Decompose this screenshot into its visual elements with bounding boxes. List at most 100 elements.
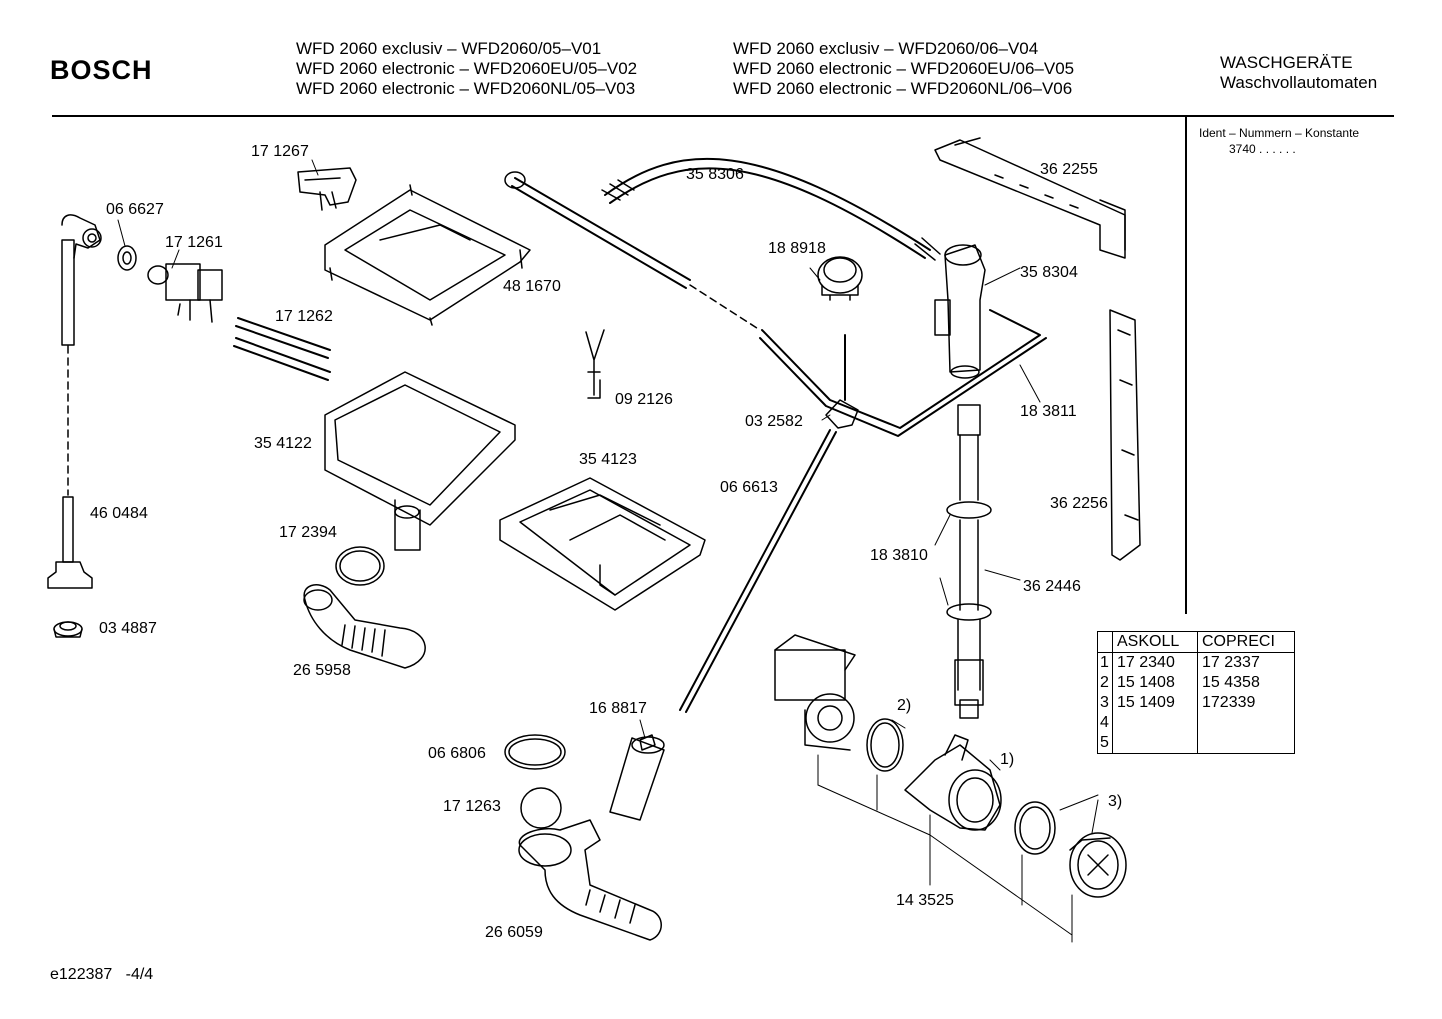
control-bracket [934,137,1126,259]
dashed-leader [689,284,761,331]
part-label: 35 4123 [579,451,637,468]
pressure-switch [817,256,863,301]
model-list-left: WFD 2060 exclusiv – WFD2060/05–V01 WFD 2… [296,39,637,99]
part-label: 18 3810 [870,547,928,564]
leader-lines [117,159,1099,943]
part-label: 09 2126 [615,391,673,408]
table-row: 4 [1097,713,1295,733]
vent-tube [679,429,837,713]
header-rule [52,115,1394,117]
model-line: WFD 2060 electronic – WFD2060NL/06–V06 [733,79,1073,98]
part-label: 35 8306 [686,166,744,183]
part-label: 14 3525 [896,892,954,909]
model-line: WFD 2060 exclusiv – WFD2060/06–V04 [733,39,1039,58]
part-label: 03 4887 [99,620,157,637]
pipe-foot-piece [47,496,93,589]
table-row: 1 17 2340 17 2337 [1097,652,1295,673]
part-label: 17 2394 [279,524,337,541]
table-cell [1112,733,1198,754]
bellow-seal-ring [335,546,385,586]
part-label: 06 6806 [428,745,486,762]
pump-seal [866,718,904,772]
table-cell: 172339 [1202,694,1256,711]
row-index: 3 [1097,693,1113,713]
side-bracket [1109,309,1141,561]
part-label: 06 6613 [720,479,778,496]
table-cell: 15 4358 [1202,674,1260,691]
seal-ring [117,245,137,271]
detergent-housing-lid [324,184,531,326]
hose-clip [825,399,859,429]
ident-label: Ident – Nummern – Konstante [1199,126,1360,140]
model-line: WFD 2060 electronic – WFD2060NL/05–V03 [296,79,636,98]
lint-filter [1069,832,1127,898]
detergent-drawer-housing [324,371,516,551]
row-index: 2 [1097,673,1113,693]
table-row: 5 [1097,733,1295,754]
column-header: ASKOLL [1112,631,1198,653]
category-title: WASCHGERÄTE [1220,53,1353,72]
table-cell: 15 1409 [1112,693,1198,713]
table-cell [1198,733,1295,754]
part-label: 17 1263 [443,798,501,815]
long-hose [504,171,691,289]
part-label: 35 4122 [254,435,312,452]
table-row: 2 15 1408 15 4358 [1097,673,1295,693]
part-label: 17 1262 [275,308,333,325]
air-chamber [934,244,986,379]
category: WASCHGERÄTE Waschvollautomaten [1220,53,1377,93]
model-line: WFD 2060 exclusiv – WFD2060/05–V01 [296,39,602,58]
part-label: 48 1670 [503,278,561,295]
part-label: 06 6627 [106,201,164,218]
table-cell: 17 2337 [1202,654,1260,671]
filter-seal [1014,801,1056,855]
ident-block: Ident – Nummern – Konstante 3740 . . . .… [1199,125,1359,157]
rubber-plug [53,621,83,638]
part-label: 18 3811 [1020,403,1077,420]
check-ball [520,787,562,829]
part-label: 16 8817 [589,700,647,717]
part-label: 03 2582 [745,413,803,430]
part-label: 36 2256 [1050,495,1108,512]
arc-hose [601,157,941,261]
part-label: 36 2255 [1040,161,1098,178]
drain-pump [774,634,856,751]
row-index: 5 [1097,733,1113,754]
callout-marker: 1) [1000,751,1015,768]
table-cell [1112,713,1198,733]
table-cell: 15 1408 [1112,673,1198,693]
part-label: 26 6059 [485,924,543,941]
part-label: 46 0484 [90,505,148,522]
part-label: 26 5958 [293,662,351,679]
row-index: 1 [1097,652,1113,673]
part-label: 17 1267 [251,143,309,160]
page-reference: e122387 -4/4 [50,966,154,983]
model-line: WFD 2060 electronic – WFD2060EU/06–V05 [733,59,1075,78]
air-trap [609,736,665,821]
part-label: 18 8918 [768,240,826,257]
model-list-right: WFD 2060 exclusiv – WFD2060/06–V04 WFD 2… [733,39,1074,99]
part-label: 35 8304 [1020,264,1078,281]
column-header: COPRECI [1197,631,1295,653]
callout-marker: 3) [1108,793,1123,810]
callout-marker: 2) [897,697,912,714]
row-index: 4 [1097,713,1113,733]
part-label: 17 1261 [165,234,223,251]
drain-elbow-pipe [61,214,102,346]
model-line: WFD 2060 electronic – WFD2060EU/05–V02 [296,59,638,78]
corrugated-hose-upper [303,584,426,669]
part-label: 36 2446 [1023,578,1081,595]
y-connector [585,329,605,399]
column-header [1097,631,1113,653]
table-row: 3 15 1409 172339 [1097,693,1295,713]
table-header-row: ASKOLL COPRECI [1097,631,1295,653]
table-cell [1198,713,1295,733]
table-cell: 17 2340 [1112,652,1198,673]
bracket-top [297,167,357,211]
drain-hose-vertical [946,404,992,719]
sump-clamp [504,734,566,770]
variants-table: ASKOLL COPRECI 1 17 2340 17 2337 2 15 14… [1097,631,1295,754]
pump-housing [904,734,1002,831]
detergent-drawer [499,477,706,611]
hose-loop [759,309,1047,437]
